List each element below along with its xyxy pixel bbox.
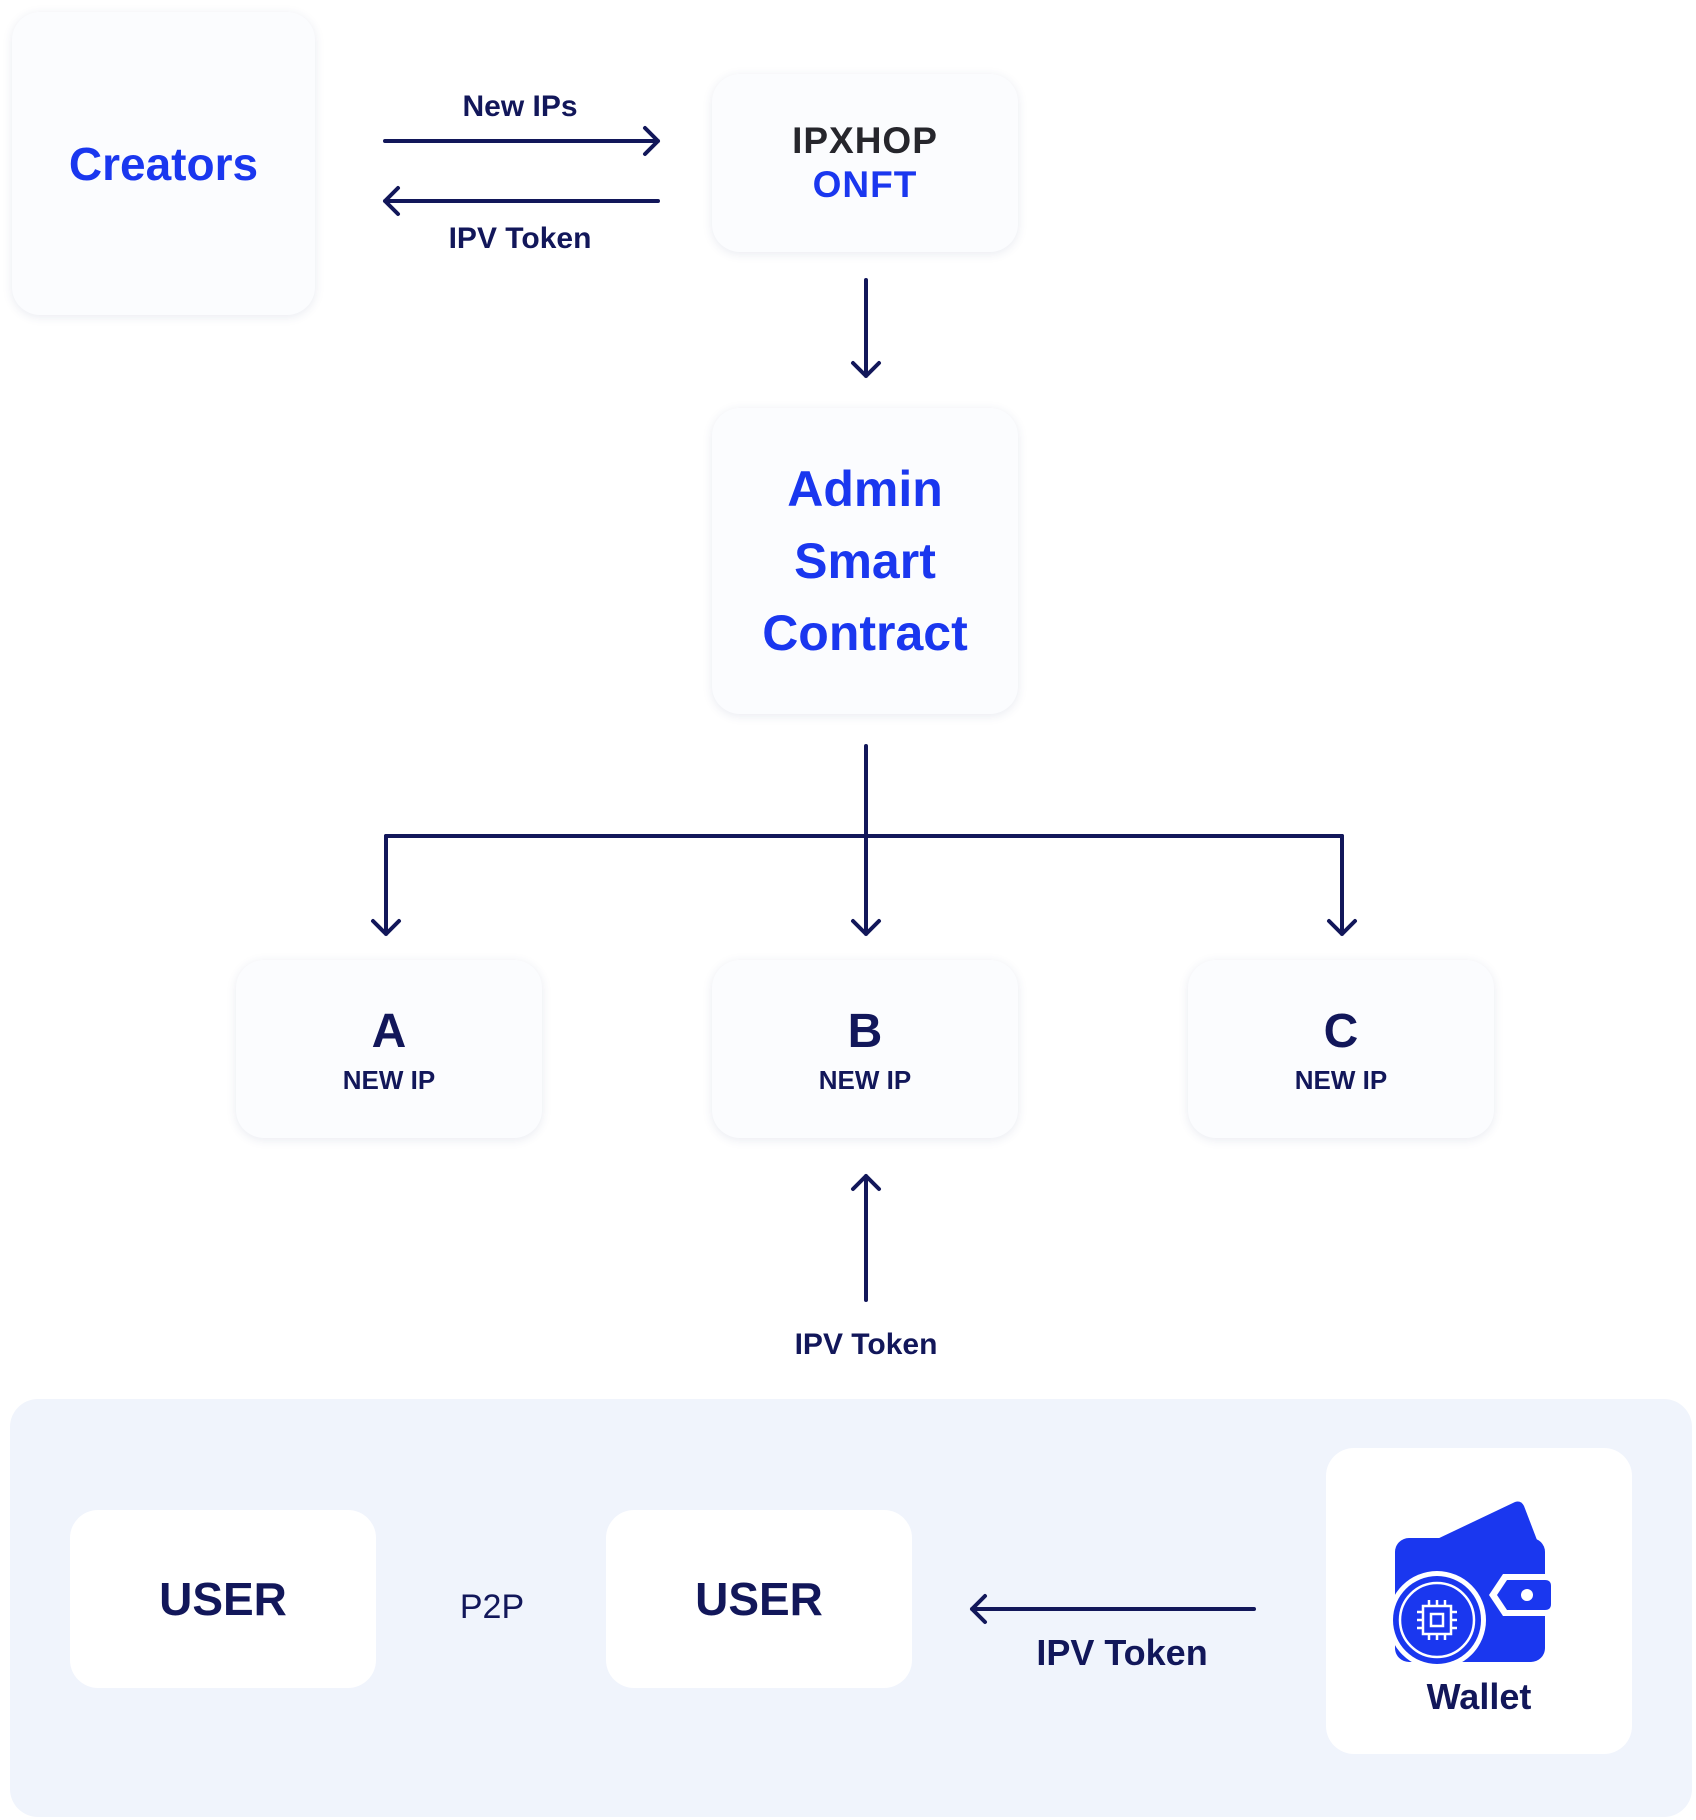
ip-a-label: NEW IP [342,1064,436,1095]
ipxhop-onft-node[interactable]: IPXHOP ONFT [712,74,1018,252]
arrow-ipv-token-bottom [970,1594,1256,1624]
ip-a-letter: A [371,1004,407,1058]
arrow-branch-trunk [851,744,881,936]
arrow-ipv-token-top [383,186,660,216]
new-ip-c-node[interactable]: C NEW IP [1188,960,1494,1138]
ip-b-label: NEW IP [818,1064,912,1095]
arrow-to-c [1327,834,1357,936]
ip-b-letter: B [847,1004,883,1058]
arrow-new-ips [383,126,660,156]
arrow-to-a [371,834,401,936]
wallet-label: Wallet [1426,1676,1532,1717]
user-left-label: USER [159,1573,287,1625]
creators-label: Creators [68,137,259,190]
edge-label-ipv-token-top: IPV Token [448,222,592,255]
edge-label-p2p: P2P [459,1588,525,1626]
ip-c-label: NEW IP [1294,1064,1388,1095]
wallet-icon [1388,1501,1557,1669]
new-ip-a-node[interactable]: A NEW IP [236,960,542,1138]
onft-label: ONFT [812,164,918,205]
admin-smart-contract-node[interactable]: Admin Smart Contract [712,408,1018,714]
new-ip-b-node[interactable]: B NEW IP [712,960,1018,1138]
user-right-node[interactable]: USER [606,1510,912,1688]
edge-label-ipv-token-middle: IPV Token [794,1328,938,1361]
admin-label-line2: Smart [794,533,936,589]
edge-label-ipv-token-bottom: IPV Token [1036,1632,1208,1673]
arrow-to-admin [851,278,881,378]
wallet-node[interactable]: Wallet [1326,1448,1632,1754]
ip-c-letter: C [1323,1004,1359,1058]
ipxhop-label: IPXHOP [792,120,938,161]
edge-label-new-ips: New IPs [462,90,578,123]
admin-label-line1: Admin [787,461,943,517]
admin-label-line3: Contract [762,605,968,661]
creators-node[interactable]: Creators [12,12,315,315]
user-left-node[interactable]: USER [70,1510,376,1688]
user-right-label: USER [695,1573,823,1625]
arrow-ipv-token-up [851,1174,881,1302]
chip-icon [1417,1600,1457,1640]
